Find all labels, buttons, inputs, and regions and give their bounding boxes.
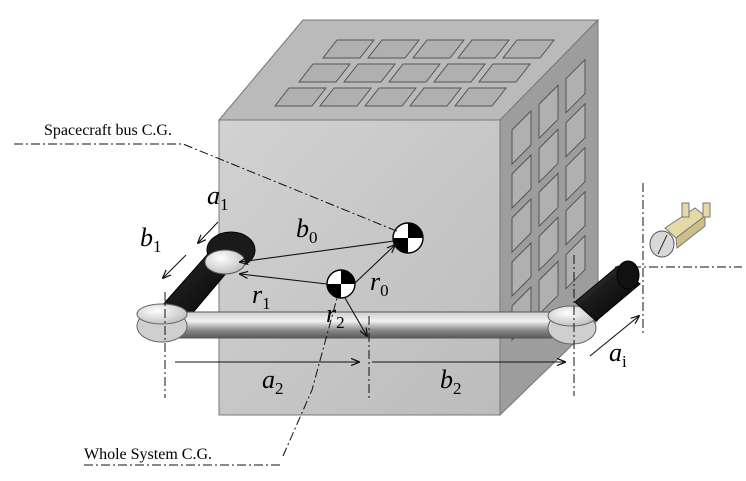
side-panel-cell [538, 216, 559, 272]
symbol-r1: r1 [252, 280, 271, 313]
top-panel-cell [363, 87, 418, 107]
top-panel-cell [321, 39, 376, 59]
side-panel-cell [511, 197, 532, 254]
symbol-b0: b0 [296, 214, 318, 247]
side-solar-panels [511, 58, 586, 342]
system-cg-marker [326, 269, 356, 299]
top-solar-panels [273, 39, 556, 107]
side-panel-cell [538, 260, 559, 316]
side-panel-cell [511, 241, 532, 298]
top-panel-cell [453, 87, 508, 107]
symbol-a2: a2 [262, 365, 284, 398]
top-panel-cell [432, 63, 487, 83]
top-panel-cell [477, 63, 532, 83]
vectors [163, 221, 639, 362]
vector-b0 [240, 240, 395, 262]
symbol-a1: a1 [207, 181, 229, 214]
top-panel-cell [501, 39, 556, 59]
bus-cg-label: Spacecraft bus C.G. [44, 122, 172, 139]
side-panel-cell [565, 58, 586, 114]
symbol-b2: b2 [440, 365, 462, 398]
top-panel-cell [456, 39, 511, 59]
symbol-b1: b1 [140, 223, 162, 256]
vector-r1 [240, 274, 328, 285]
bus-cg-marker [392, 222, 424, 254]
vector-r0 [354, 245, 395, 284]
vector-ai [589, 316, 639, 357]
system-cg-label: Whole System C.G. [84, 446, 212, 463]
side-panel-cell [511, 153, 532, 210]
elbow-joint-left-top [136, 303, 188, 325]
vector-a1 [198, 221, 219, 243]
symbol-ai: ai [609, 338, 627, 371]
side-panel-cell [565, 234, 586, 290]
vector-b1 [163, 254, 187, 278]
symbol-r2: r2 [326, 299, 345, 332]
top-panel-cell [342, 63, 397, 83]
symbol-r0: r0 [370, 267, 389, 300]
top-panel-cell [366, 39, 421, 59]
top-panel-cell [297, 63, 352, 83]
side-panel-cell [565, 190, 586, 246]
reference-lines [14, 143, 742, 457]
end-link-cap [616, 260, 640, 290]
side-panel-cell [565, 102, 586, 158]
top-panel-cell [318, 87, 373, 107]
side-panel-cell [565, 146, 586, 202]
shoulder-joint-face [204, 249, 246, 275]
math-symbols: a1 b1 b0 r1 r0 r2 a2 b2 ai [140, 181, 627, 398]
manipulator-arm [136, 231, 641, 345]
side-panel-cell [511, 109, 532, 166]
spacecraft-bus [217, 18, 600, 417]
side-panel-cell [538, 172, 559, 228]
top-panel-cell [387, 63, 442, 83]
target-object-icon [649, 202, 711, 258]
vector-r2 [344, 297, 367, 336]
top-panel-cell [408, 87, 463, 107]
side-panel-cell [538, 128, 559, 184]
top-panel-cell [273, 87, 328, 107]
side-panel-cell [538, 84, 559, 140]
top-panel-cell [411, 39, 466, 59]
